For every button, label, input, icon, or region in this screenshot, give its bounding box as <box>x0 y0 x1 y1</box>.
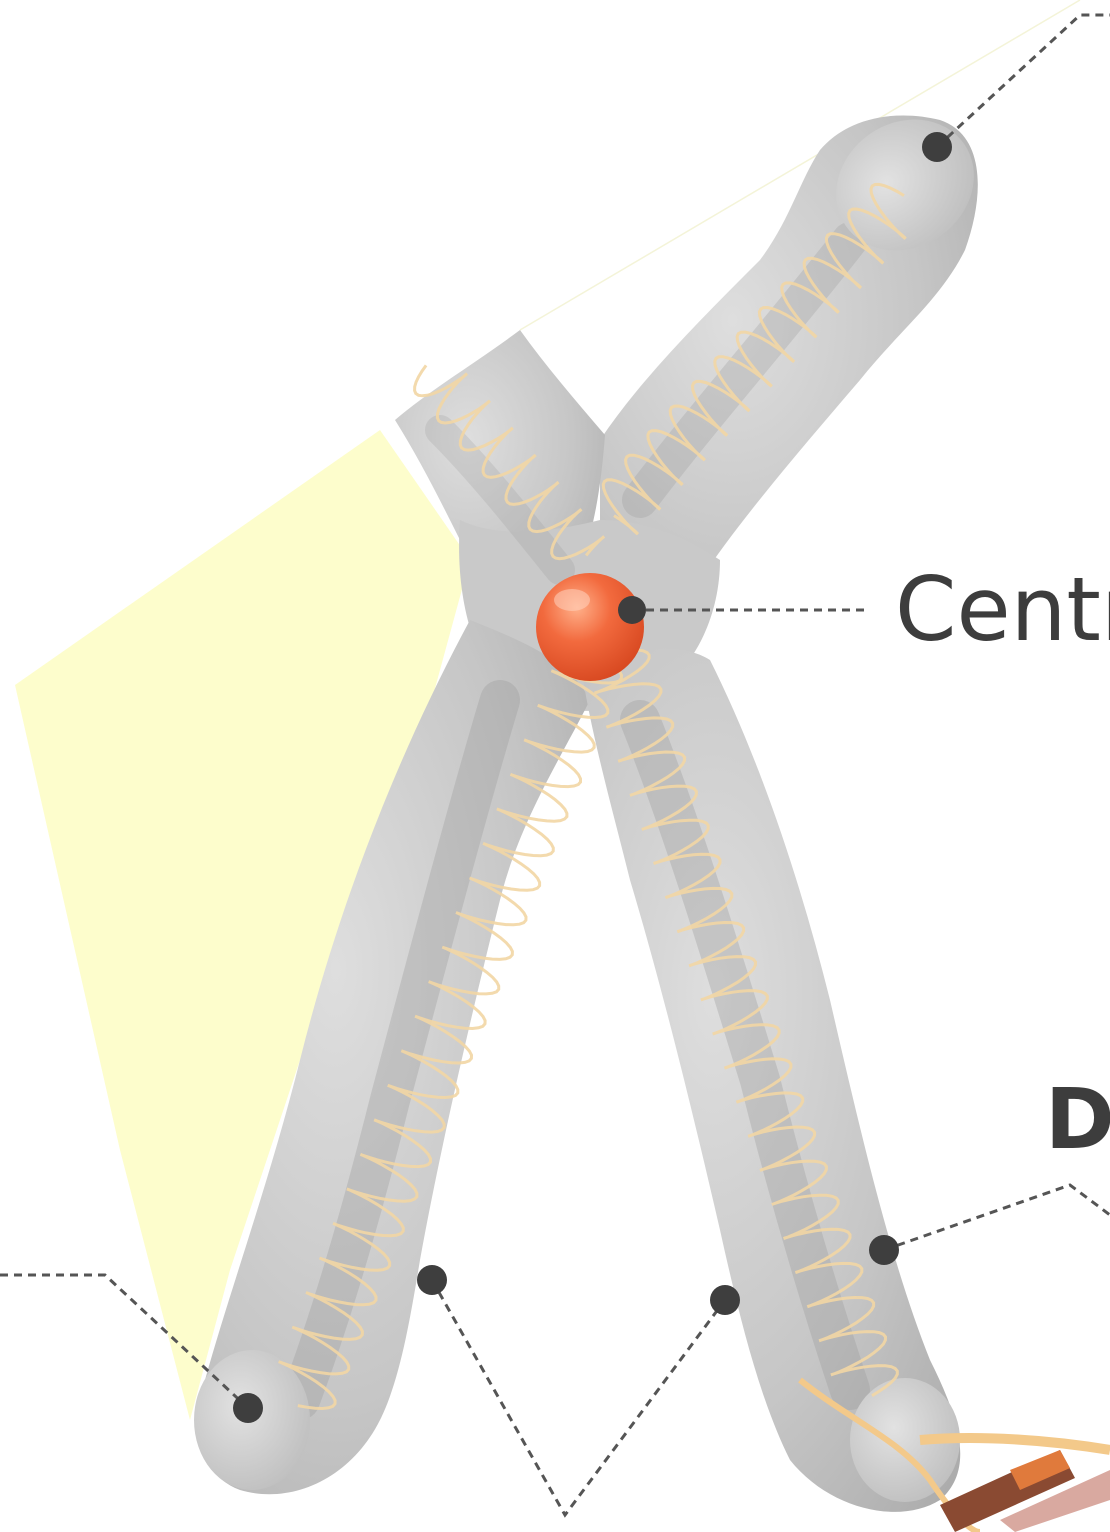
dna-label: D <box>1045 1070 1110 1168</box>
centromere-highlight <box>554 589 590 611</box>
marker-dot <box>417 1265 447 1295</box>
marker-dot <box>922 132 952 162</box>
centromere-label: Centr <box>895 558 1110 661</box>
marker-dot <box>233 1393 263 1423</box>
leader-line-chromatids <box>432 1280 725 1515</box>
leader-line-dna <box>884 1185 1110 1250</box>
leader-line-top <box>937 15 1110 147</box>
marker-dot <box>710 1285 740 1315</box>
centromere-sphere <box>536 573 644 681</box>
marker-dot <box>618 596 646 624</box>
marker-dot <box>869 1235 899 1265</box>
